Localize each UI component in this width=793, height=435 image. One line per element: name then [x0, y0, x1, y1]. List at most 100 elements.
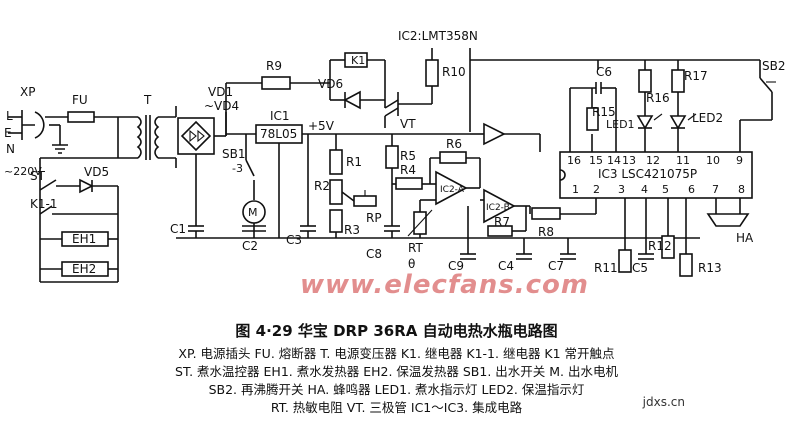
ic3-pin-bottom: 1 [572, 183, 579, 196]
label-rt: RT [408, 241, 423, 255]
label-sb1: SB1 [222, 147, 245, 161]
label-c9: C9 [448, 259, 464, 273]
label-led1: LED1 [606, 118, 635, 131]
resistor-r8 [531, 207, 561, 220]
label-c6: C6 [596, 65, 612, 79]
label-m: M [248, 206, 258, 219]
label-r17: R17 [684, 69, 708, 83]
label-ic2-title: IC2:LMT358N [398, 29, 478, 43]
label-t: T [143, 93, 152, 107]
label-led2: LED2 [692, 111, 723, 125]
label-ha: HA [736, 231, 754, 245]
resistor-r2 [329, 179, 343, 205]
label-c4: C4 [498, 259, 514, 273]
label-k1: K1 [351, 54, 365, 67]
resistor-r3 [329, 209, 343, 233]
resistor-r10 [425, 59, 439, 87]
ic3-pin-bottom: 8 [738, 183, 745, 196]
ic3-pin-top: 16 [567, 154, 581, 167]
label-plus5v: +5V [308, 119, 335, 133]
resistor-r11 [618, 249, 632, 273]
label-c3: C3 [286, 233, 302, 247]
ic3-pin-bottom: 2 [593, 183, 600, 196]
resistor-r12 [661, 235, 675, 259]
label-r2: R2 [314, 179, 330, 193]
label-l: L [6, 109, 13, 123]
label-theta: θ [408, 257, 415, 271]
label-r9: R9 [266, 59, 282, 73]
resistor-r17 [671, 69, 685, 93]
resistor-r4 [395, 177, 423, 190]
label-eh1: EH1 [72, 232, 96, 246]
label-r15: R15 [592, 105, 616, 119]
resistor-r5 [385, 145, 399, 169]
label-k1-1: K1-1 [30, 197, 57, 211]
legend-line: SB2. 再沸腾开关 HA. 蜂鸣器 LED1. 煮水指示灯 LED2. 保温指… [208, 382, 585, 397]
buffer-amplifier [483, 122, 506, 146]
label-vd6: VD6 [318, 77, 343, 91]
label-r12: R12 [648, 239, 672, 253]
label-vt: VT [400, 117, 416, 131]
buzzer-ha [706, 213, 750, 227]
switch-sb2 [759, 77, 776, 120]
ic3-pin-top: 13 [622, 154, 636, 167]
ic3-pin-bottom: 4 [641, 183, 648, 196]
ic3-pin-numbers-top: 16 15 14 13 12 11 10 9 [567, 154, 743, 167]
corner-mark: jdxs.cn [642, 395, 685, 409]
label-c7: C7 [548, 259, 564, 273]
resistor-r16 [638, 69, 652, 93]
label-ic2a: IC2-A [440, 185, 465, 195]
legend-line: XP. 电源插头 FU. 熔断器 T. 电源变压器 K1. 继电器 K1-1. … [178, 346, 615, 361]
bridge-rectifier-vd1-vd4 [177, 112, 227, 155]
label-r11: R11 [594, 261, 618, 275]
ic3-pin-numbers-bottom: 1 2 3 4 5 6 7 8 [572, 183, 745, 196]
ic3-pin-bottom: 7 [712, 183, 719, 196]
label-r16: R16 [646, 91, 670, 105]
circuit-schematic: XP L E N ~220V FU T VD1 ~VD4 R9 [4, 29, 785, 283]
label-st: ST [30, 169, 46, 183]
resistor-r1 [329, 149, 343, 175]
transformer-t [136, 115, 160, 160]
label-c5: C5 [632, 261, 648, 275]
resistor-r9 [261, 76, 291, 90]
resistor-r13 [679, 253, 693, 277]
label-ic3: IC3 LSC421075P [598, 167, 697, 181]
label-r6: R6 [446, 137, 462, 151]
label-ic1: IC1 [270, 109, 290, 123]
label-vd5: VD5 [84, 165, 109, 179]
opamp-ic2a [435, 170, 468, 206]
fuse-fu [45, 111, 118, 123]
label-sb1-sub: -3 [232, 162, 243, 175]
label-sb2: SB2 [762, 59, 785, 73]
led1 [636, 115, 654, 130]
label-c2: C2 [242, 239, 258, 253]
potentiometer-rp [353, 195, 377, 207]
figure-caption: 图 4·29 华宝 DRP 36RA 自动电热水瓶电路图 [235, 322, 558, 340]
label-r5: R5 [400, 149, 416, 163]
ic3-pin-top: 11 [676, 154, 690, 167]
ic3-pin-top: 9 [736, 154, 743, 167]
ic3-pin-bottom: 6 [688, 183, 695, 196]
legend-line: ST. 煮水温控器 EH1. 煮水发热器 EH2. 保温发热器 SB1. 出水开… [175, 364, 618, 379]
label-vd1: VD1 [208, 85, 233, 99]
label-rp: RP [366, 211, 382, 225]
ic3-pin-top: 12 [646, 154, 660, 167]
ic3-chip [559, 151, 753, 199]
label-220v: ~220V [4, 165, 42, 178]
label-eh2: EH2 [72, 262, 96, 276]
label-r4: R4 [400, 163, 416, 177]
ic3-pin-bottom: 5 [662, 183, 669, 196]
opamp-ic2b [483, 188, 516, 224]
label-r8: R8 [538, 225, 554, 239]
legend-line: RT. 热敏电阻 VT. 三极管 IC1～IC3. 集成电路 [270, 400, 523, 415]
label-e: E [4, 126, 12, 140]
label-r1: R1 [346, 155, 362, 169]
transistor-vt [384, 92, 432, 128]
label-ic2b: IC2-B [486, 203, 510, 213]
ic3-pin-bottom: 3 [618, 183, 625, 196]
ic3-pin-top: 15 [589, 154, 603, 167]
power-plug-xp [8, 110, 68, 154]
ic3-pin-top: 10 [706, 154, 720, 167]
label-fu: FU [72, 93, 88, 107]
resistor-r6 [439, 151, 467, 164]
